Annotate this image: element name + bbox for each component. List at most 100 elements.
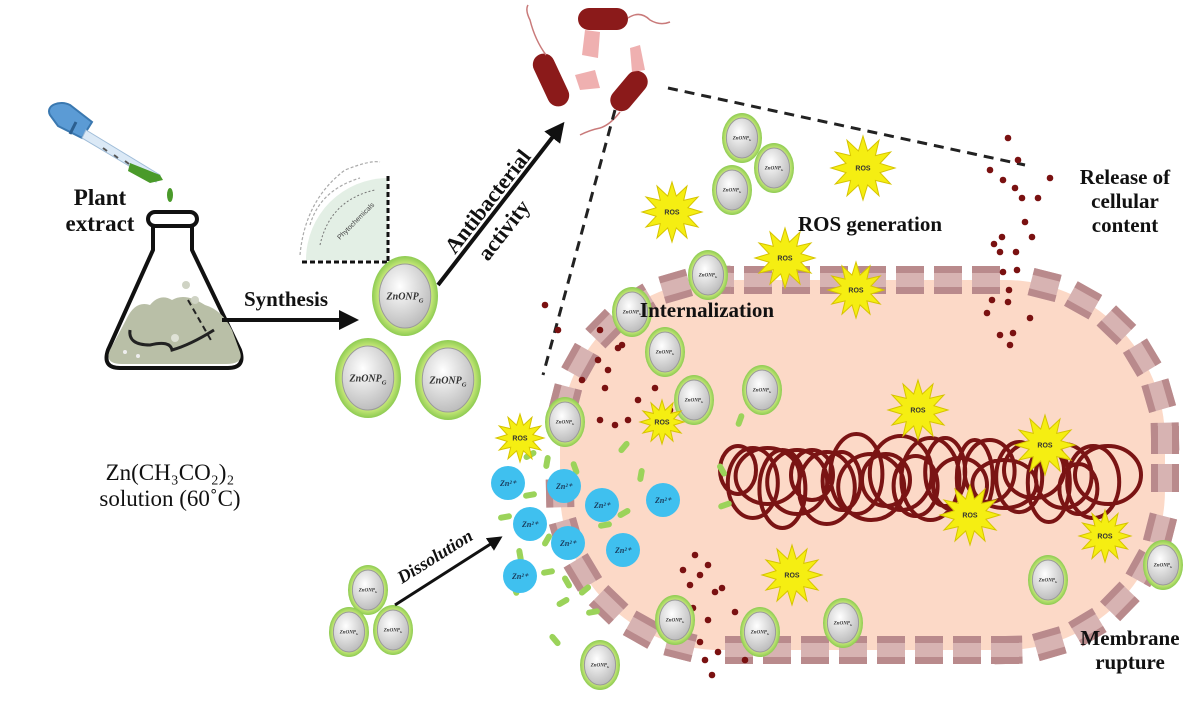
- release-line1: Release of: [1079, 165, 1171, 189]
- zinc-ion-label: Zn²⁺: [559, 539, 577, 548]
- phytochemical-capping-wedge: [299, 161, 390, 264]
- membrane-segment: [563, 553, 603, 592]
- nanoparticle-label: ZnONPG: [590, 664, 610, 670]
- zno-nanoparticle: ZnONPG: [329, 607, 369, 657]
- content-dot: [624, 416, 632, 424]
- membrane-segment: [934, 266, 962, 294]
- zinc-ion-label: Zn²⁺: [511, 572, 529, 581]
- shell-fragment: [556, 597, 570, 607]
- plant-extract-label: Plant extract: [40, 185, 160, 238]
- antibacterial-arrow: [436, 121, 565, 287]
- content-dot: [1005, 286, 1013, 294]
- zoom-line-right: [667, 86, 1026, 167]
- membrane-segment: [801, 636, 829, 664]
- ros-label: ROS: [784, 573, 800, 580]
- zno-nanoparticle: ZnONPG: [372, 256, 438, 336]
- content-dot: [1046, 174, 1054, 182]
- plant-extract-line1: Plant: [73, 185, 127, 210]
- content-dot: [999, 268, 1007, 276]
- nanoparticle-label: ZnONPG: [383, 629, 403, 635]
- nanoparticle-label: ZnONPG: [750, 631, 770, 637]
- ros-label: ROS: [777, 256, 793, 263]
- shell-fragment: [637, 468, 645, 482]
- shell-fragment: [541, 568, 555, 576]
- membrane-segment: [1100, 581, 1140, 622]
- nanoparticle-label: ZnONPG: [555, 421, 575, 427]
- content-dot: [704, 616, 712, 624]
- content-dot: [996, 248, 1004, 256]
- membrane-rupture-line1: Membrane: [1080, 626, 1180, 650]
- content-dot: [996, 331, 1004, 339]
- shell-fragment: [498, 513, 512, 521]
- ros-burst: ROS: [760, 543, 824, 607]
- zinc-ion: Zn²⁺: [547, 469, 581, 503]
- zno-nanoparticle: ZnONPG: [754, 143, 794, 193]
- membrane-segment: [1096, 305, 1137, 345]
- nanoparticle-label: ZnONPG: [1153, 564, 1173, 570]
- zno-nanoparticle: ZnONPG: [415, 340, 481, 420]
- content-dot: [696, 571, 704, 579]
- content-dot: [554, 326, 562, 334]
- shell-fragment: [562, 575, 572, 589]
- nanoparticle-label: ZnONPG: [752, 389, 772, 395]
- content-dot: [1012, 248, 1020, 256]
- zinc-ion-label: Zn²⁺: [499, 479, 517, 488]
- membrane-segment: [915, 636, 943, 664]
- content-dot: [578, 376, 586, 384]
- content-dot: [541, 301, 549, 309]
- zinc-ion-label: Zn²⁺: [521, 520, 539, 529]
- content-dot: [604, 366, 612, 374]
- zinc-ion-label: Zn²⁺: [593, 501, 611, 510]
- content-dot: [601, 384, 609, 392]
- content-dot: [611, 421, 619, 429]
- bacteria-cluster-icon: [526, 4, 671, 136]
- ros-burst: ROS: [826, 260, 886, 320]
- membrane-segment: [1068, 607, 1107, 647]
- content-dot: [1026, 314, 1034, 322]
- nanoparticle-label: ZnONPG: [622, 311, 642, 317]
- nanoparticle-label: ZnONPG: [358, 589, 378, 595]
- content-dot: [1021, 218, 1029, 226]
- content-dot: [1034, 194, 1042, 202]
- nanoparticle-label: ZnONPG: [1038, 579, 1058, 585]
- nanoparticle-label: ZnONPG: [732, 137, 752, 143]
- ros-label: ROS: [654, 420, 670, 427]
- nanoparticle-label: ZnONPG: [386, 291, 424, 304]
- zno-nanoparticle: ZnONPG: [722, 113, 762, 163]
- ros-burst: ROS: [640, 180, 704, 244]
- content-dot: [618, 341, 626, 349]
- membrane-rupture-line2: rupture: [1095, 650, 1165, 675]
- plant-extract-line2: extract: [65, 211, 135, 237]
- content-dot: [696, 638, 704, 646]
- cytoplasm: [560, 280, 1165, 650]
- shell-fragment: [586, 608, 600, 616]
- released-cellular-content: [541, 134, 1054, 679]
- shell-fragment: [542, 533, 552, 547]
- membrane-segment: [1122, 338, 1162, 377]
- shell-fragment: [578, 584, 592, 596]
- dna-strand: [718, 432, 1144, 530]
- nanoparticle-label: ZnONPG: [722, 189, 742, 195]
- ros-label: ROS: [664, 210, 680, 217]
- zinc-ion: Zn²⁺: [606, 533, 640, 567]
- content-dot: [596, 326, 604, 334]
- content-dot: [704, 561, 712, 569]
- ros-generation-label: ROS generation: [797, 212, 943, 236]
- content-dot: [983, 309, 991, 317]
- nanoparticle-label: ZnONPG: [339, 631, 359, 637]
- zinc-ion-label: Zn²⁺: [654, 496, 672, 505]
- shell-fragment: [570, 461, 580, 475]
- release-line2: cellular: [1091, 189, 1159, 214]
- shell-fragment: [617, 508, 631, 518]
- content-dot: [634, 396, 642, 404]
- nanoparticle-label: ZnONPG: [684, 399, 704, 405]
- content-dot: [731, 608, 739, 616]
- shell-fragment: [735, 413, 745, 427]
- ros-burst: ROS: [638, 398, 686, 446]
- content-dot: [686, 581, 694, 589]
- membrane-segment: [1141, 378, 1177, 413]
- content-dot: [594, 356, 602, 364]
- content-dot: [990, 240, 998, 248]
- ros-burst: ROS: [829, 134, 897, 202]
